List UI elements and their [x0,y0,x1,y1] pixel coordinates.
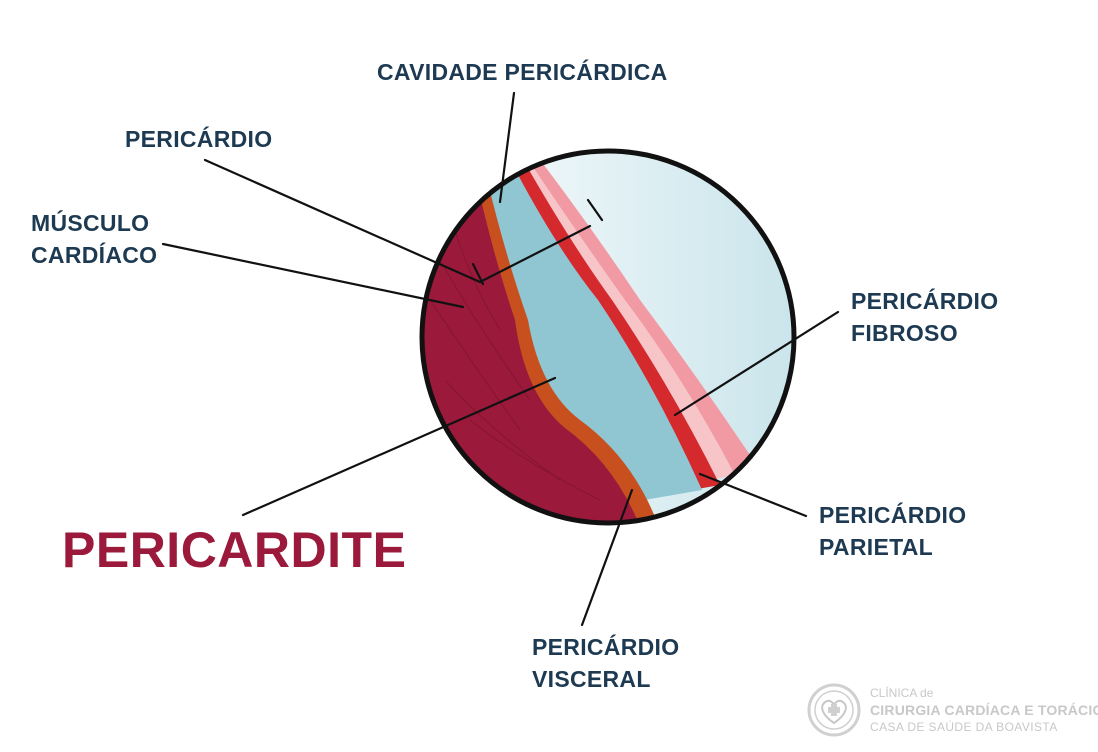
logo-line2: CIRURGIA CARDÍACA E TORÁCICA [870,702,1098,718]
label-visceral-line2: VISCERAL [532,666,651,692]
pericardio-leader-line [203,158,482,284]
cardiac-muscle-region [422,151,645,523]
cavidade-leader-line [498,91,516,204]
label-musculo-line1: MÚSCULO [31,210,150,236]
parietal-leader-line [698,472,808,518]
label-pericardio-fibroso: PERICÁRDIO FIBROSO [851,285,998,349]
label-pericardio-visceral: PERICÁRDIO VISCERAL [532,631,679,695]
label-fibroso-line2: FIBROSO [851,320,958,346]
page-title: PERICARDITE [62,522,407,578]
visceral-leader-line [580,488,634,627]
label-fibroso-line1: PERICÁRDIO [851,288,999,314]
musculo-leader-line [161,242,465,309]
logo-line3: CASA DE SAÚDE DA BOAVISTA [870,720,1058,734]
label-musculo-line2: CARDÍACO [31,242,158,268]
tissue-cross-section [422,151,794,523]
label-musculo-cardiaco: MÚSCULO CARDÍACO [31,207,157,271]
label-cavidade-pericardica: CAVIDADE PERICÁRDICA [377,59,668,85]
heart-cross-logo-icon [807,683,861,737]
label-parietal-line2: PARIETAL [819,534,933,560]
label-pericardio: PERICÁRDIO [125,126,273,152]
clinic-logo: CLÍNICA de CIRURGIA CARDÍACA E TORÁCICA … [806,682,1098,742]
muscle-fibres [429,229,601,501]
label-visceral-line1: PERICÁRDIO [532,634,680,660]
clinic-name: CLÍNICA de CIRURGIA CARDÍACA E TORÁCICA … [870,685,1098,736]
pericardite-leader-line [241,376,557,517]
label-pericardio-parietal: PERICÁRDIO PARIETAL [819,499,966,563]
fibroso-leader-line [673,310,840,417]
pericardio-bracket [471,198,604,286]
magnifier-circle-outline [419,148,797,526]
logo-line1: CLÍNICA de [870,686,934,700]
label-parietal-line1: PERICÁRDIO [819,502,967,528]
